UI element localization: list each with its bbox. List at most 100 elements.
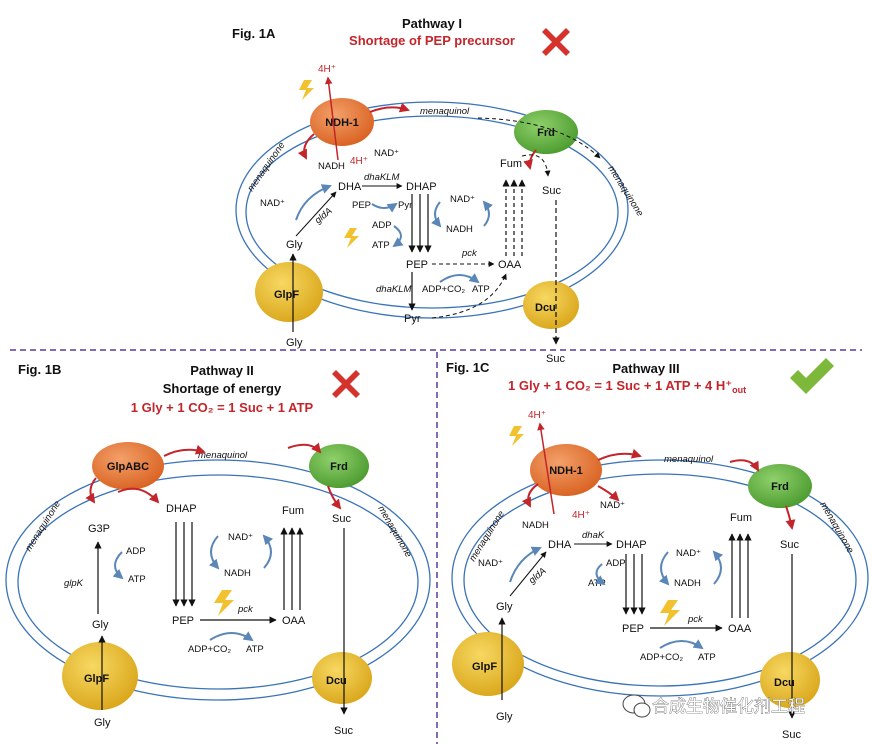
- lightning-icon: [344, 228, 359, 248]
- metabolite-label: ADP+CO₂: [422, 284, 465, 295]
- metabolite-label: NAD⁺: [260, 198, 285, 209]
- menaquinol-label: menaquinol: [664, 454, 714, 465]
- gene-label: gldA: [313, 206, 335, 227]
- metabolite-label: ATP: [698, 652, 716, 663]
- proton-label: 4H⁺: [350, 156, 368, 167]
- glpf-transporter: [62, 642, 138, 710]
- pyruvate-carboxylation-arrow: [431, 273, 507, 319]
- gene-label: dhaK: [582, 530, 605, 541]
- cross-icon: [542, 28, 570, 56]
- check-icon: [790, 358, 834, 394]
- metabolite-label: NAD⁺: [600, 500, 625, 511]
- pathway-equation: 1 Gly + 1 CO₂ = 1 Suc + 1 ATP + 4 H⁺out: [508, 378, 746, 395]
- lightning-icon: [214, 590, 234, 616]
- metabolite-label: Suc: [782, 729, 801, 741]
- metabolite-label: Fum: [730, 512, 752, 524]
- menaquinone-label: menaquinone: [605, 164, 645, 219]
- metabolite-label: Gly: [286, 337, 303, 349]
- electron-arrow: [369, 102, 410, 113]
- proton-label: 4H⁺: [318, 64, 336, 75]
- enzyme-label: Dcu: [326, 675, 347, 687]
- glpf-transporter: [255, 262, 323, 322]
- enzyme-label: Dcu: [535, 302, 556, 314]
- cofactor-arrow: [594, 563, 606, 586]
- proton-arrow: [537, 422, 555, 515]
- cofactor-arrow: [112, 551, 124, 580]
- metabolite-label: DHA: [548, 539, 572, 551]
- enzyme-label: GlpF: [472, 661, 497, 673]
- metabolite-label: ATP: [472, 284, 490, 295]
- cross-icon: [332, 370, 360, 398]
- glpabc-enzyme: [92, 442, 164, 490]
- metabolite-label: Pyr: [404, 313, 421, 325]
- metabolite-label: ATP: [372, 240, 390, 251]
- menaquinone-label: menaquinone: [375, 504, 413, 559]
- panel-b: Fig. 1B Pathway II Shortage of energy 1 …: [5, 362, 431, 737]
- metabolite-label: NAD⁺: [228, 532, 253, 543]
- metabolite-label: Gly: [92, 619, 109, 631]
- metabolite-label: DHAP: [406, 181, 437, 193]
- metabolite-label: OAA: [728, 623, 752, 635]
- menaquinone-label: menaquinone: [817, 500, 855, 555]
- electron-arrow: [327, 485, 342, 510]
- enzyme-label: NDH-1: [549, 465, 583, 477]
- enzyme-label: Frd: [771, 481, 789, 493]
- reaction-arrow: [295, 191, 337, 237]
- lightning-icon: [660, 600, 680, 626]
- cofactor-arrow: [392, 225, 404, 248]
- cofactor-arrow: [371, 202, 398, 213]
- metabolite-label: Suc: [546, 353, 565, 365]
- pathway-subtitle: Shortage of PEP precursor: [349, 33, 515, 48]
- cofactor-arrow: [208, 535, 220, 570]
- metabolite-label: NADH: [522, 520, 549, 531]
- menaquinol-transfer-arrow: [477, 117, 601, 159]
- electron-arrow: [523, 149, 537, 170]
- metabolite-label: NADH: [318, 161, 345, 172]
- proton-label: 4H⁺: [528, 410, 546, 421]
- gene-label: pck: [461, 248, 478, 259]
- cofactor-arrow: [509, 546, 542, 583]
- metabolite-label: Gly: [94, 717, 111, 729]
- metabolite-label: ATP: [246, 644, 264, 655]
- electron-arrow: [117, 487, 160, 504]
- metabolite-label: PEP: [172, 615, 194, 627]
- metabolite-label: NAD⁺: [450, 194, 475, 205]
- reaction-arrow: [509, 551, 547, 597]
- electron-arrow: [297, 133, 315, 160]
- gene-label: pck: [237, 604, 254, 615]
- glpf-transporter: [452, 632, 524, 696]
- metabolite-label: DHAP: [616, 539, 647, 551]
- ndh1-enzyme: [310, 98, 374, 146]
- frd-enzyme: [514, 110, 578, 154]
- enzyme-label: NDH-1: [325, 117, 359, 129]
- metabolite-label: NADH: [446, 224, 473, 235]
- cofactor-arrow: [482, 200, 493, 227]
- metabolite-label: ADP: [606, 558, 626, 569]
- electron-arrow: [729, 459, 759, 472]
- dcu-transporter: [523, 281, 579, 329]
- enzyme-label: Frd: [537, 127, 555, 139]
- metabolite-label: OAA: [498, 259, 522, 271]
- cofactor-arrow: [439, 273, 480, 284]
- metabolite-label: PEP: [406, 259, 428, 271]
- frd-enzyme: [309, 444, 369, 488]
- metabolite-label: Suc: [780, 539, 799, 551]
- ndh1-enzyme: [530, 444, 602, 496]
- metabolite-label: DHAP: [166, 503, 197, 515]
- fig-label: Fig. 1B: [18, 362, 61, 377]
- dcu-transporter: [760, 652, 820, 708]
- metabolite-label: Suc: [332, 513, 351, 525]
- metabolite-label: NADH: [674, 578, 701, 589]
- electron-arrow: [597, 448, 642, 461]
- metabolite-label: ATP: [128, 574, 146, 585]
- panel-c: Fig. 1C Pathway III 1 Gly + 1 CO₂ = 1 Su…: [446, 358, 869, 741]
- metabolite-label: Suc: [334, 725, 353, 737]
- electron-arrow: [85, 477, 97, 504]
- electron-arrow: [597, 485, 620, 502]
- metabolite-label: NAD⁺: [478, 558, 503, 569]
- pathway-title: Pathway I: [402, 16, 462, 31]
- menaquinone-label: menaquinone: [467, 509, 507, 564]
- menaquinol-label: menaquinol: [420, 106, 470, 117]
- electron-arrow: [163, 444, 206, 457]
